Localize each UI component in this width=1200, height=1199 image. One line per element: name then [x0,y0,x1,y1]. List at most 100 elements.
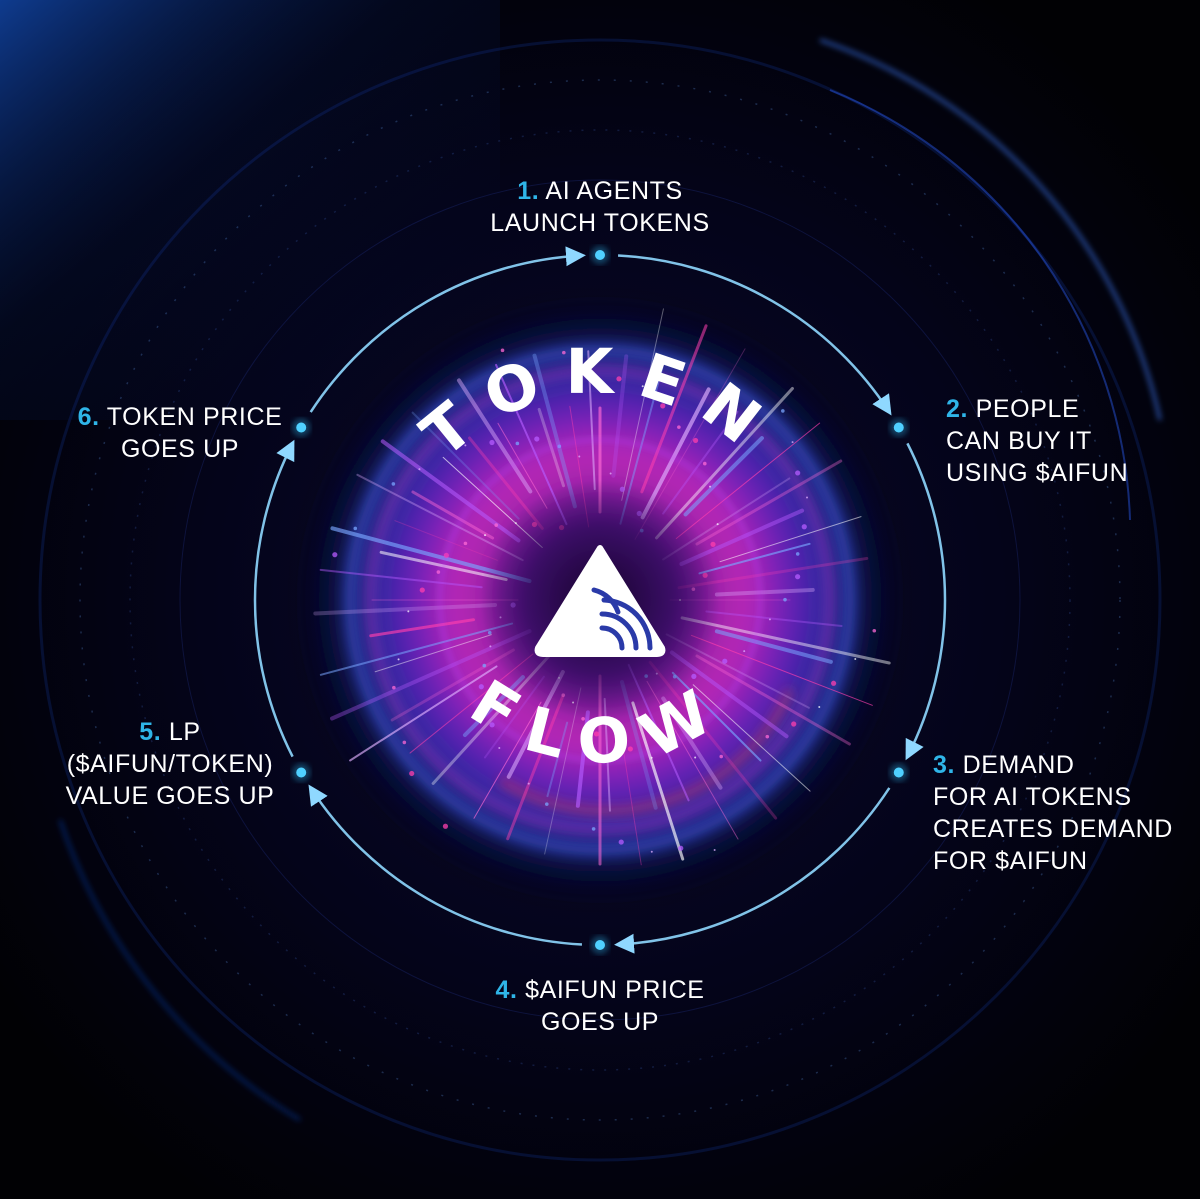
step-5-label: 5. LP ($AIFUN/TOKEN) VALUE GOES UP [30,716,310,812]
sparkle-particle [353,526,358,531]
sparkle-particle [544,802,549,806]
sparkle-particle [500,348,505,353]
light-ray [546,721,569,798]
sparkle-particle [694,756,697,759]
light-ray [705,610,843,628]
sparkle-particle [489,439,495,446]
sparkle-particle [831,680,837,686]
sparkle-particle [419,587,425,593]
light-ray [394,520,498,561]
sparkle-particle [616,376,622,382]
light-ray [621,308,664,501]
step-text: $AIFUN PRICE [525,976,705,1004]
cycle-arrow [614,787,891,954]
sparkle-particle [713,848,716,851]
sparkle-particle [486,700,491,704]
sparkle-particle [609,472,612,475]
sparkle-particle [801,524,807,530]
step-number: 3. [933,751,956,779]
light-ray [683,436,764,517]
sparkle-particle [515,441,520,446]
sparkle-particle [795,552,800,556]
light-ray [646,680,739,840]
step-node-5 [296,767,307,778]
sparkle-particle [407,610,410,613]
sparkle-particle [591,827,596,831]
sparkle-particle [436,570,441,574]
light-ray [662,410,739,515]
sparkle-particle [722,658,728,664]
light-ray [374,634,492,673]
light-ray [462,675,525,738]
step-number: 6. [77,403,100,431]
step-text: PEOPLE [975,395,1080,423]
sparkle-particle [397,658,400,661]
sparkle-particle [743,650,746,653]
step-text: ($AIFUN/TOKEN) [66,750,274,778]
sparkle-particle [818,706,821,709]
light-ray [319,568,483,589]
sparkle-particle [391,482,396,486]
sparkle-particle [719,754,724,759]
sparkle-particle [783,597,787,602]
sparkle-particle [677,425,681,429]
sparkle-particle [332,552,338,558]
sparkle-particle [791,721,797,727]
sparkle-particle [710,541,716,547]
step-number: 2. [946,395,969,423]
sparkle-particle [872,628,877,633]
step-text: FOR $AIFUN [933,847,1088,875]
sparkle-particle [791,441,794,444]
light-ray [532,353,577,509]
light-ray [714,629,833,664]
sparkle-particle [650,756,653,759]
step-text: USING $AIFUN [946,459,1129,487]
sparkle-particle [768,618,771,621]
light-ray [690,634,873,706]
cycle-arrow [617,254,892,416]
step-node-4 [595,940,605,950]
step-text: GOES UP [120,435,240,463]
light-ray [695,654,851,746]
step-number: 4. [495,976,518,1004]
step-text: AI AGENTS [545,177,683,205]
step-text: DEMAND [962,751,1075,779]
step-text: FOR AI TOKENS [933,783,1132,811]
light-ray [390,648,515,722]
sparkle-particle [678,845,684,851]
sparkle-particle [402,740,407,745]
light-ray [661,696,723,790]
light-ray [631,701,685,861]
step-text: CREATES DEMAND [933,815,1173,843]
sparkle-particle [702,461,707,466]
light-ray [369,618,476,638]
sparkle-particle [464,444,467,447]
step-node-6 [296,422,307,433]
step-2-label: 2. PEOPLE CAN BUY IT USING $AIFUN [946,393,1186,489]
cycle-arrow [905,442,947,761]
cycle-arrow [309,246,586,413]
step-6-label: 6. TOKEN PRICE GOES UP [40,401,320,465]
sparkle-particle [418,468,421,471]
step-1-label: 1. AI AGENTS LAUNCH TOKENS [430,175,770,239]
cycle-arrow [253,439,295,758]
light-ray [695,459,843,546]
sparkle-particle [806,496,809,499]
light-ray [587,350,596,491]
sparkle-particle [795,574,801,580]
step-text: LP [168,718,201,746]
sparkle-particle [781,409,785,413]
light-ray [411,490,495,540]
step-nodes [292,246,908,954]
step-3-label: 3. DEMAND FOR AI TOKENS CREATES DEMAND F… [933,749,1193,877]
sparkle-particle [489,722,495,728]
sparkle-particle [692,437,699,444]
sparkle-particle [484,534,487,537]
step-number: 1. [517,177,540,205]
sparkle-particle [392,685,396,690]
step-text: GOES UP [540,1008,660,1036]
sparkle-particle [765,734,770,739]
sparkle-particle [618,839,624,845]
sparkle-particle [478,684,484,690]
